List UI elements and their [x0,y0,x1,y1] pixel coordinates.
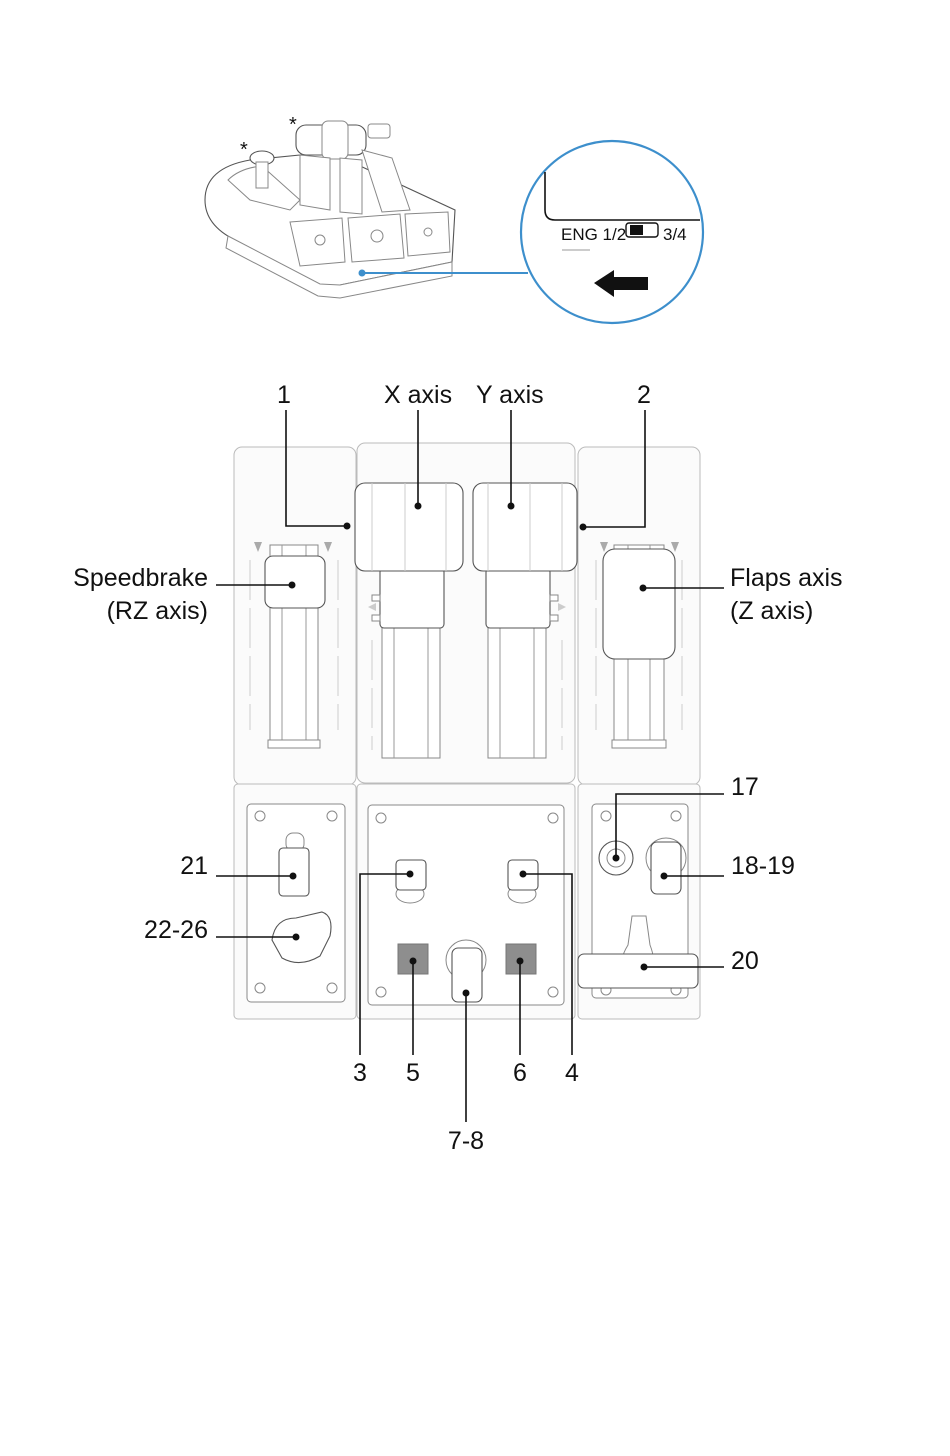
label-flaps: Flaps axis [730,564,843,592]
right-control-panel [578,804,698,998]
asterisk-right: * [289,114,297,136]
label-3: 3 [353,1059,367,1087]
flaps-handle [603,549,675,659]
label-18-19: 18-19 [731,852,795,880]
center-control-panel [368,805,564,1005]
label-17: 17 [731,773,759,801]
throttle-top-view: 1 X axis Y axis 2 Speedbrake (RZ axis) F… [73,381,842,1155]
engine-switch-slider [630,225,643,235]
label-flaps-axis: (Z axis) [730,597,813,625]
left-control-panel [247,804,345,1002]
throttle-grip-left [355,483,463,571]
speedbrake-handle [265,556,325,608]
label-22-26: 22-26 [144,916,208,944]
toggle-switch-21 [279,848,309,896]
label-5: 5 [406,1059,420,1087]
label-x-axis: X axis [384,381,452,409]
label-y-axis: Y axis [476,381,544,409]
engine-switch-label-left: ENG 1/2 [561,225,626,244]
product-overview-illustration: * * [205,114,528,298]
label-21: 21 [180,852,208,880]
engine-switch-label-right: 3/4 [663,225,687,244]
label-speedbrake: Speedbrake [73,564,208,592]
lever-20 [578,954,698,988]
asterisk-left: * [240,139,248,161]
throttle-grip-right [473,483,577,571]
label-20: 20 [731,947,759,975]
throttle-left-body [380,568,444,628]
throttle-right-body [486,568,550,628]
label-6: 6 [513,1059,527,1087]
label-7-8: 7-8 [448,1127,484,1155]
label-4: 4 [565,1059,579,1087]
label-speedbrake-axis: (RZ axis) [107,597,208,625]
label-1: 1 [277,381,291,409]
engine-switch-zoom-callout: ENG 1/2 3/4 [521,141,703,323]
rotary-knob-18-19 [651,842,681,894]
label-2: 2 [637,381,651,409]
